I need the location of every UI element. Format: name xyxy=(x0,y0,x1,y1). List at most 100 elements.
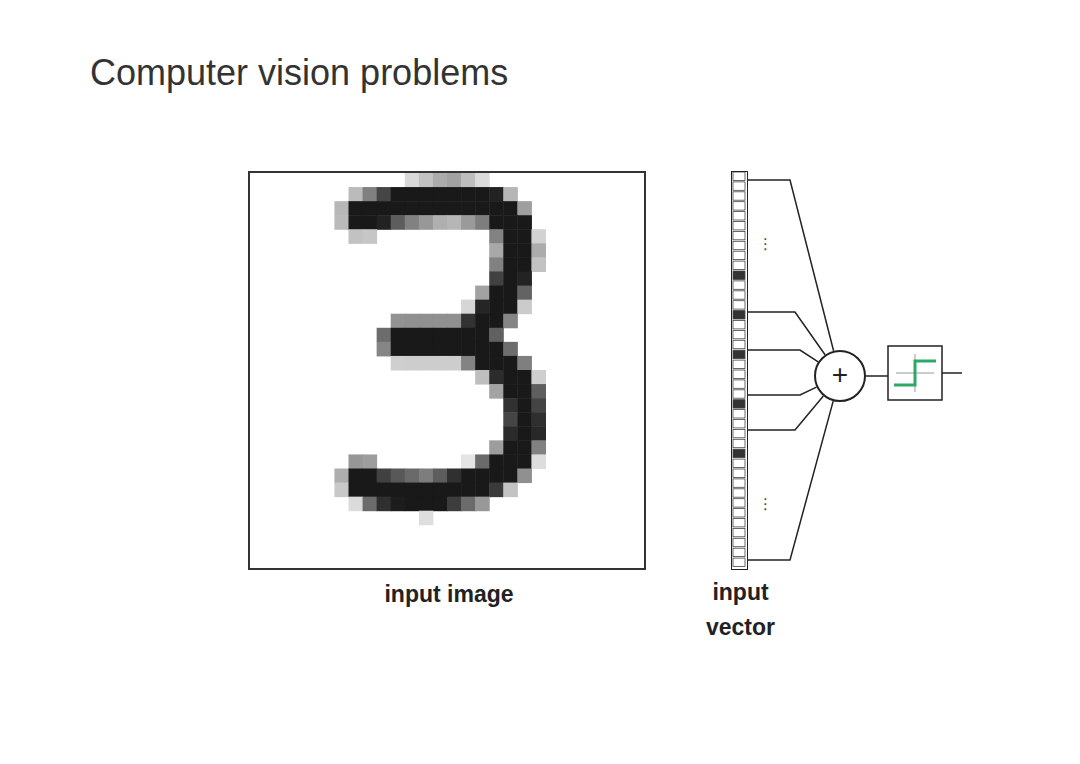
pixel xyxy=(475,454,490,469)
pixel xyxy=(405,201,420,216)
vector-cell xyxy=(733,548,745,556)
vector-cell xyxy=(733,558,745,566)
pixel xyxy=(489,328,504,343)
vector-cell xyxy=(733,360,745,368)
pixel xyxy=(433,356,448,371)
pixel xyxy=(461,342,476,357)
pixel xyxy=(461,497,476,512)
connector-line xyxy=(748,387,817,395)
pixel xyxy=(517,229,532,244)
vector-cell xyxy=(733,172,745,180)
pixel xyxy=(334,469,349,484)
pixel xyxy=(391,215,406,230)
pixel xyxy=(391,356,406,371)
pixel xyxy=(433,328,448,343)
pixel xyxy=(517,440,532,455)
node-label: input image xyxy=(250,581,648,609)
vector-cell xyxy=(733,222,745,230)
pixel xyxy=(489,454,504,469)
pixel xyxy=(489,187,504,202)
step-function xyxy=(894,361,936,385)
pixel xyxy=(405,342,420,357)
pixel xyxy=(447,483,462,498)
pixel xyxy=(531,412,546,427)
vector-cell xyxy=(733,519,745,527)
pixel xyxy=(475,201,490,216)
pixel xyxy=(433,215,448,230)
pixel xyxy=(405,314,420,329)
pixel xyxy=(419,497,434,512)
pixel xyxy=(531,398,546,413)
pixel xyxy=(489,370,504,385)
pixel xyxy=(503,314,518,329)
pixel xyxy=(461,173,476,188)
title: Computer vision problems xyxy=(90,52,508,94)
pixel xyxy=(377,342,392,357)
pixel xyxy=(349,229,364,244)
vector-cell xyxy=(733,410,745,418)
pixel xyxy=(377,201,392,216)
pixel xyxy=(419,342,434,357)
pixel xyxy=(475,328,490,343)
pixel xyxy=(475,342,490,357)
pixel xyxy=(475,469,490,484)
pixel xyxy=(433,314,448,329)
vector-cell xyxy=(733,321,745,329)
connector-line xyxy=(748,396,823,430)
pixel xyxy=(475,173,490,188)
pixel xyxy=(517,412,532,427)
node-label: + xyxy=(832,361,848,389)
pixel xyxy=(517,469,532,484)
pixel xyxy=(461,454,476,469)
pixel xyxy=(503,243,518,258)
pixel xyxy=(503,398,518,413)
vector-cell xyxy=(733,271,745,279)
pixel xyxy=(517,272,532,287)
pixel xyxy=(377,483,392,498)
pixel xyxy=(391,201,406,216)
ellipsis: ⋮ xyxy=(758,236,773,251)
pixel xyxy=(447,187,462,202)
pixel xyxy=(503,469,518,484)
pixel xyxy=(391,342,406,357)
pixel xyxy=(503,201,518,216)
pixel xyxy=(419,469,434,484)
pixel xyxy=(447,469,462,484)
vector-cell xyxy=(733,449,745,457)
vector-cell xyxy=(733,330,745,338)
pixel xyxy=(447,215,462,230)
step-box xyxy=(888,346,942,400)
pixel xyxy=(503,440,518,455)
output-wire xyxy=(942,372,962,374)
pixel xyxy=(503,286,518,301)
pixel xyxy=(349,497,364,512)
pixel xyxy=(517,356,532,371)
pixel xyxy=(391,483,406,498)
pixel xyxy=(517,370,532,385)
pixel xyxy=(503,342,518,357)
pixel xyxy=(503,356,518,371)
pixel xyxy=(419,173,434,188)
vector-cell xyxy=(733,400,745,408)
vector-cell xyxy=(733,281,745,289)
vector-cell xyxy=(733,350,745,358)
vector-cell xyxy=(733,182,745,190)
pixel xyxy=(475,483,490,498)
pixel xyxy=(461,215,476,230)
pixel xyxy=(447,356,462,371)
pixel xyxy=(461,328,476,343)
pixel xyxy=(363,215,378,230)
pixel xyxy=(517,257,532,272)
vector-cell xyxy=(733,528,745,536)
pixel xyxy=(475,497,490,512)
pixel xyxy=(475,300,490,315)
pixel xyxy=(377,497,392,512)
pixel xyxy=(447,314,462,329)
pixel xyxy=(433,201,448,216)
pixel xyxy=(334,201,349,216)
vector-cell xyxy=(733,202,745,210)
pixel xyxy=(489,384,504,399)
input-image: input image xyxy=(248,171,646,570)
